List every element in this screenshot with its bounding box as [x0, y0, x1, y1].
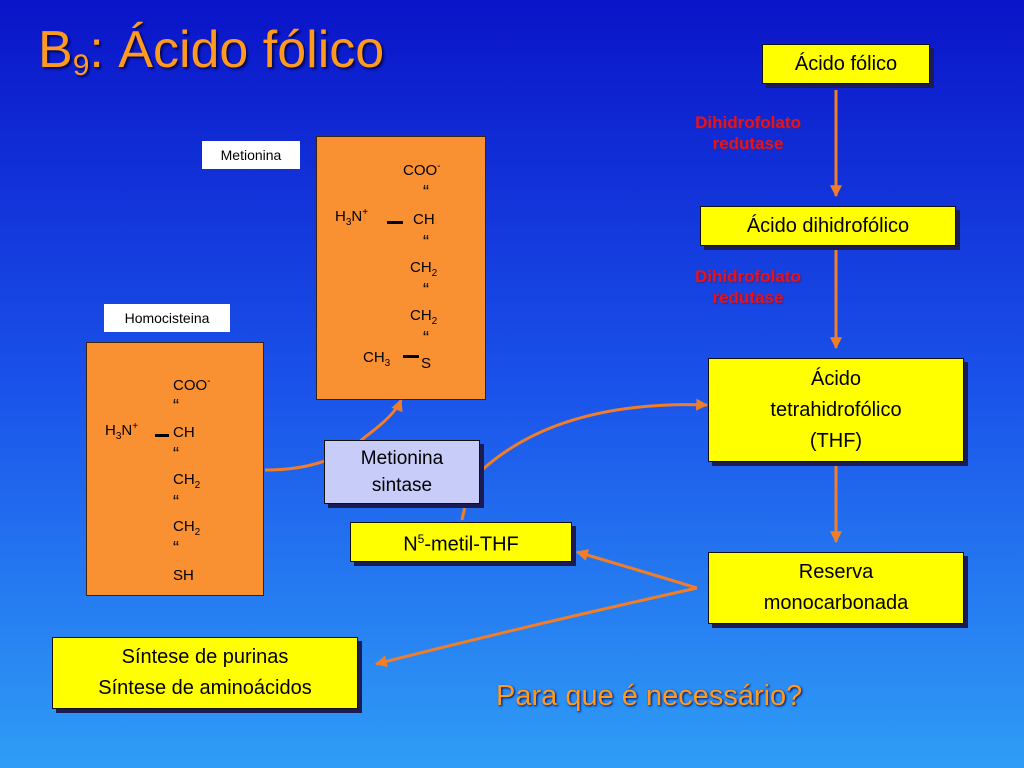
- thf-box: Ácido tetrahidrofólico (THF): [708, 358, 964, 462]
- arrow-homocysteine-to-methionine: [264, 398, 403, 472]
- title-letter: B: [38, 21, 73, 79]
- methionine-coo: COO-: [403, 161, 441, 179]
- methionine-bond-4: “: [423, 328, 429, 348]
- methionine-tag: Metionina: [202, 141, 300, 169]
- homocysteine-ch2-b: CH2: [173, 518, 201, 538]
- page-title: B9: Ácido fólico: [38, 21, 385, 82]
- homocysteine-bond-3: “: [173, 492, 179, 512]
- n5-methyl-thf-box: N5-metil-THF: [350, 522, 572, 562]
- thf-line1: Ácido: [810, 367, 862, 390]
- enzyme-label-dihydrofolate-reductase-2: Dihidrofolato redutase: [670, 266, 826, 308]
- methionine-synthase-line1: Metionina: [360, 448, 444, 469]
- homocysteine-bond-4: “: [173, 538, 179, 558]
- homocysteine-bond-1: “: [173, 396, 179, 416]
- arrow-synthase-to-thf: [480, 398, 709, 472]
- homocysteine-amine-dash: [155, 434, 169, 437]
- n5-methyl-thf-label: N5-metil-THF: [403, 524, 519, 561]
- methionine-amine: H3N+: [335, 207, 369, 228]
- n5-superscript: 5: [417, 531, 425, 546]
- arrow-reserve-to-n5-thf: [575, 549, 698, 590]
- methionine-ch: CH: [413, 211, 435, 228]
- title-subscript: 9: [72, 49, 90, 82]
- enzyme-2-line1: Dihidrofolato: [695, 267, 801, 286]
- dihydrofolic-acid-label: Ácido dihidrofólico: [746, 214, 910, 237]
- methionine-structure: COO- “ H3N+ CH “ CH2 “ CH2 “ CH3 S: [316, 136, 486, 400]
- arrow-reserve-to-synthesis: [374, 586, 698, 668]
- synthesis-box: Síntese de purinas Síntese de aminoácido…: [52, 637, 358, 709]
- arrow-n5-thf-to-synthase: [460, 502, 468, 521]
- methionine-ch2-b: CH2: [410, 307, 438, 327]
- methionine-s: S: [421, 355, 432, 372]
- methionine-ch3: CH3: [363, 349, 391, 369]
- methionine-s-dash: [403, 355, 419, 358]
- methionine-bond-1: “: [423, 182, 429, 202]
- synthesis-line1: Síntese de purinas: [121, 646, 289, 668]
- methionine-tag-label: Metionina: [220, 147, 282, 163]
- enzyme-2-line2: redutase: [712, 288, 784, 307]
- title-rest: : Ácido fólico: [89, 21, 385, 79]
- homocysteine-ch2-a: CH2: [173, 471, 201, 491]
- homocysteine-bond-2: “: [173, 444, 179, 464]
- enzyme-1-line2: redutase: [712, 134, 784, 153]
- n5-prefix: N: [403, 533, 418, 556]
- n5-suffix: -metil-THF: [424, 533, 519, 556]
- folic-acid-label: Ácido fólico: [794, 52, 898, 75]
- homocysteine-amine: H3N+: [105, 421, 139, 442]
- methionine-bond-2: “: [423, 232, 429, 252]
- methionine-amine-dash: [387, 221, 403, 224]
- homocysteine-sh: SH: [173, 567, 194, 584]
- folic-acid-box: Ácido fólico: [762, 44, 930, 84]
- homocysteine-ch: CH: [173, 424, 195, 441]
- homocysteine-structure: COO- “ H3N+ CH “ CH2 “ CH2 “ SH: [86, 342, 264, 596]
- thf-line3: (THF): [809, 429, 863, 452]
- homocysteine-coo: COO-: [173, 376, 211, 394]
- enzyme-1-line1: Dihidrofolato: [695, 113, 801, 132]
- reserve-line1: Reserva: [798, 561, 874, 583]
- thf-line2: tetrahidrofólico: [770, 398, 902, 421]
- methionine-bond-3: “: [423, 280, 429, 300]
- reserve-box: Reserva monocarbonada: [708, 552, 964, 624]
- methionine-synthase-box: Metionina sintase: [324, 440, 480, 504]
- enzyme-label-dihydrofolate-reductase-1: Dihidrofolato redutase: [670, 112, 826, 154]
- reserve-line2: monocarbonada: [763, 592, 909, 614]
- homocysteine-tag: Homocisteina: [104, 304, 230, 332]
- synthesis-line2: Síntese de aminoácidos: [98, 677, 312, 699]
- dihydrofolic-acid-box: Ácido dihidrofólico: [700, 206, 956, 246]
- question-text: Para que é necessário?: [496, 680, 803, 712]
- methionine-ch2-a: CH2: [410, 259, 438, 279]
- homocysteine-tag-label: Homocisteina: [124, 310, 210, 326]
- methionine-synthase-line2: sintase: [371, 475, 433, 496]
